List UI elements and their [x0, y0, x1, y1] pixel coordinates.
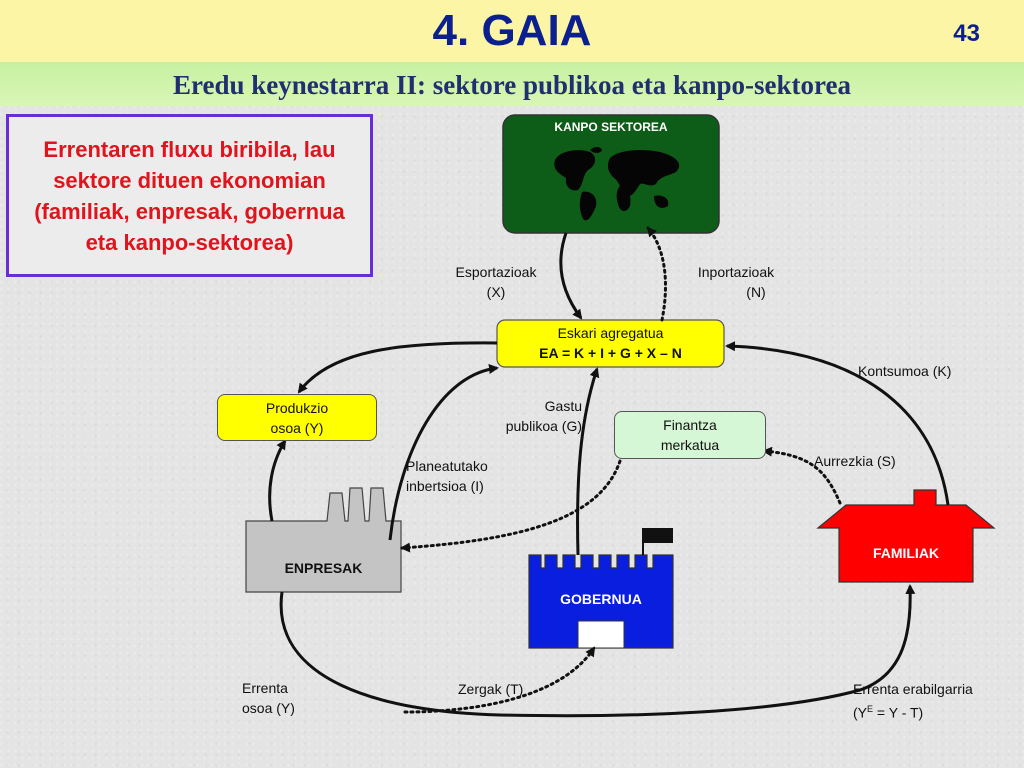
inbertsioa-arrow — [388, 364, 499, 541]
formula-part-a: (Y — [853, 704, 867, 721]
esportazioak-label: Esportazioak (X) — [440, 262, 552, 302]
aurrezkia-label: Aurrezkia (S) — [814, 453, 896, 469]
world-map-icon — [554, 147, 680, 221]
inportazioak-label: Inportazioak (N) — [676, 262, 796, 302]
enpresak-to-produkzio-arrow — [268, 439, 287, 522]
eskari-agregatua-node — [496, 319, 725, 368]
intro-text: Errentaren fluxu biribila, lau sektore d… — [34, 136, 345, 255]
gastu-symbol: publikoa (G) — [505, 418, 582, 434]
formula-superscript: E — [867, 704, 874, 714]
gastu-publikoa-arrow — [576, 367, 600, 556]
kanpo-sektorea-node — [502, 114, 720, 234]
inbertsio-text: Planeatutako — [406, 458, 488, 474]
formula-part-b: = Y - T) — [873, 704, 924, 721]
gastu-publikoa-label: Gastu publikoa (G) — [482, 396, 582, 436]
subtitle-bar — [0, 62, 1024, 106]
enpresak-label: ENPRESAK — [284, 560, 363, 576]
produkzio-line-2: osoa (Y) — [270, 420, 324, 436]
finantza-merkatua-node: Finantza merkatua — [614, 411, 766, 459]
kontsumoa-label: Kontsumoa (K) — [858, 363, 952, 379]
errenta-text: Errenta — [242, 680, 288, 696]
esportazioak-text: Esportazioak — [455, 264, 537, 280]
esportazioak-arrow — [559, 232, 583, 320]
erabilgarria-text: Errenta erabilgarria — [853, 681, 973, 697]
inportazioak-text: Inportazioak — [697, 264, 775, 280]
inportazioak-arrow — [646, 226, 667, 322]
familiak-label: FAMILIAK — [872, 545, 940, 561]
finantza-line-1: Finantza — [663, 417, 717, 433]
familiak-node — [816, 489, 996, 583]
finantza-line-2: merkatua — [660, 437, 720, 453]
gobernua-node — [528, 528, 674, 649]
esportazioak-symbol: (X) — [486, 284, 506, 300]
produkzio-osoa-node: Produkzio osoa (Y) — [217, 394, 377, 441]
eskari-line-1: Eskari agregatua — [557, 325, 664, 341]
erabilgarria-formula: (YE = Y - T) — [853, 699, 973, 723]
errenta-osoa-label: Errenta osoa (Y) — [242, 678, 295, 718]
kanpo-sektorea-label: KANPO SEKTOREA — [554, 120, 668, 134]
inbertsio-symbol: inbertsioa (I) — [406, 478, 484, 494]
eskari-to-produkzio-arrow — [297, 341, 498, 394]
produkzio-line-1: Produkzio — [265, 400, 329, 416]
inportazioak-symbol: (N) — [746, 284, 766, 300]
intro-box: Errentaren fluxu biribila, lau sektore d… — [6, 114, 373, 277]
page-title: 4. GAIA — [432, 6, 592, 55]
inbertsioa-label: Planeatutako inbertsioa (I) — [406, 456, 488, 496]
gobernua-label: GOBERNUA — [560, 591, 642, 607]
slide-subtitle: Eredu keynestarra II: sektore publikoa e… — [172, 70, 852, 100]
zergak-arrow — [403, 646, 596, 714]
flag-icon — [643, 528, 673, 543]
eskari-agregatua-label: Eskari agregatua EA = K + I + G + X – N — [497, 323, 724, 363]
errenta-arrow — [279, 584, 916, 718]
errenta-symbol: osoa (Y) — [242, 700, 295, 716]
page-number: 43 — [953, 20, 980, 47]
gate-shape — [577, 620, 625, 649]
finantza-to-enpresak-arrow — [400, 459, 622, 553]
eskari-line-2: EA = K + I + G + X – N — [539, 345, 682, 361]
gastu-text: Gastu — [544, 398, 582, 414]
title-bar — [0, 0, 1024, 62]
kontsumoa-arrow — [725, 341, 950, 506]
zergak-label: Zergak (T) — [458, 681, 524, 697]
errenta-erabilgarria-label: Errenta erabilgarria (YE = Y - T) — [853, 679, 973, 723]
aurrezkia-arrow — [762, 446, 842, 505]
